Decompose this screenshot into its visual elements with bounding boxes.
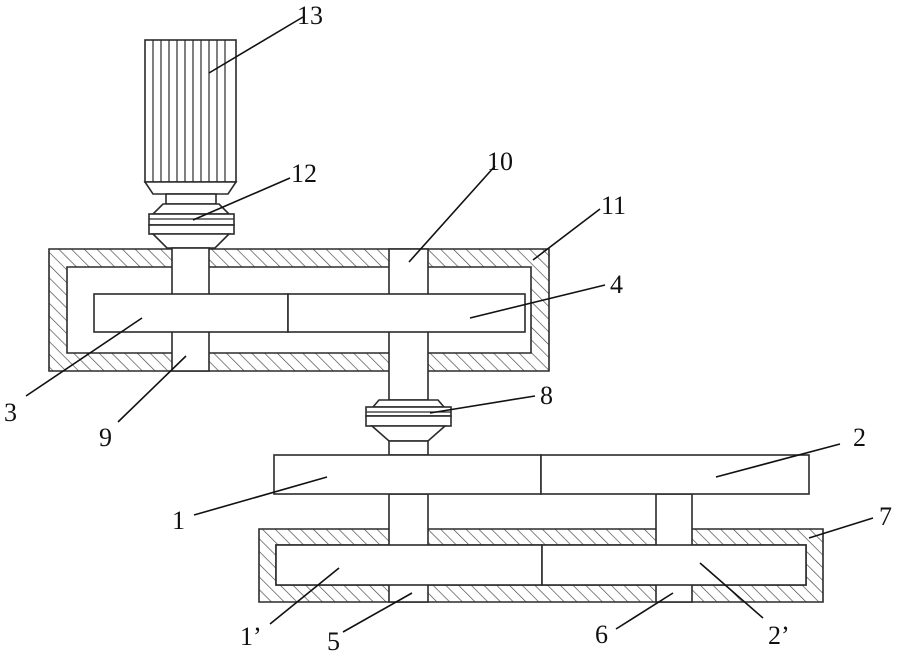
gear-3	[94, 294, 288, 332]
gear-1	[274, 455, 541, 494]
gear-2-prime	[542, 545, 806, 585]
label-6: 6	[595, 620, 608, 649]
label-13: 13	[297, 1, 323, 30]
gear-1-prime	[276, 545, 542, 585]
coupling-12	[149, 204, 234, 248]
leader-1	[194, 477, 327, 515]
label-3: 3	[4, 398, 17, 427]
label-12: 12	[291, 159, 317, 188]
label-2: 2	[853, 423, 866, 452]
coupling-8	[366, 400, 451, 455]
label-9: 9	[99, 423, 112, 452]
label-10: 10	[487, 147, 513, 176]
label-1: 1	[172, 506, 185, 535]
leader-7	[809, 518, 873, 538]
leader-11	[533, 209, 600, 260]
label-5: 5	[327, 627, 340, 656]
leader-10	[409, 166, 495, 262]
label-8: 8	[540, 381, 553, 410]
label-2-prime: 2’	[768, 621, 790, 650]
leader-8	[430, 396, 535, 413]
gear-2	[541, 455, 809, 494]
label-1-prime: 1’	[240, 622, 262, 651]
label-11: 11	[601, 191, 626, 220]
label-7: 7	[879, 502, 892, 531]
label-4: 4	[610, 270, 623, 299]
